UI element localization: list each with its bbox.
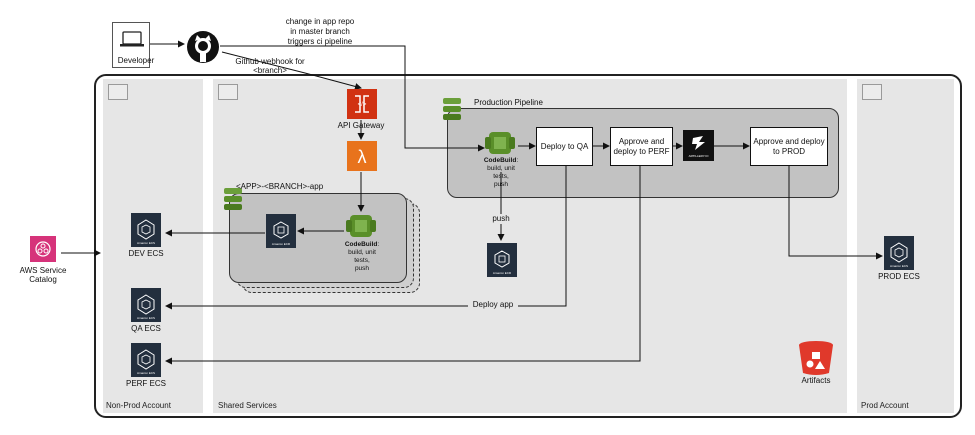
- shared-services-label: Shared Services: [218, 401, 277, 410]
- artillery-icon: ARTILLERY.IO: [683, 130, 714, 161]
- ecs-icon: Amazon ECS: [131, 343, 161, 377]
- developer-label: Developer: [117, 56, 155, 65]
- ecs-caption: Amazon ECS: [889, 264, 908, 268]
- ecs-caption: Amazon ECS: [136, 316, 155, 320]
- codebuild-pipeline-line-2: tests,: [493, 173, 509, 180]
- ecs-icon: Amazon ECS: [131, 213, 161, 247]
- codebuild-pipeline-line-1: build, unit: [487, 165, 515, 172]
- ecs-caption: Amazon ECS: [136, 371, 155, 375]
- prod-deploy-arrow: [788, 166, 883, 260]
- codebuild-branch-line-2: tests,: [354, 257, 370, 264]
- qa-ecs-label: QA ECS: [131, 324, 161, 333]
- deploy-app-label: Deploy app: [468, 300, 518, 310]
- branch-pipeline-container: [229, 193, 407, 283]
- ecr-caption: Amazon ECR: [271, 242, 291, 246]
- prod-account-label: Prod Account: [861, 401, 909, 410]
- codebuild-branch-title: CodeBuild: [344, 241, 378, 248]
- deploy-app-arrow: [165, 166, 567, 310]
- dev-ecs-label: DEV ECS: [128, 249, 164, 258]
- api-gateway-icon: </>: [347, 89, 377, 119]
- codebuild-pipeline-title: CodeBuild: [483, 157, 517, 164]
- codebuild-icon: [485, 132, 515, 154]
- artillery-caption: ARTILLERY.IO: [688, 154, 709, 158]
- ecr-icon: Amazon ECR: [487, 243, 517, 277]
- repo-note-line-1: change in app repo: [285, 17, 355, 26]
- ecr-caption: Amazon ECR: [492, 271, 512, 275]
- approve-deploy-perf-stage: Approve and deploy to PERF: [610, 127, 673, 166]
- codebuild-pipeline-suffix: :: [516, 157, 519, 164]
- svg-text:λ: λ: [358, 147, 367, 167]
- s3-bucket-icon: [799, 341, 833, 375]
- webhook-note-line-1: Github webhook for: [235, 57, 305, 66]
- service-catalog-icon: [30, 236, 56, 262]
- ecs-icon: Amazon ECS: [884, 236, 914, 270]
- codepipeline-icon: [224, 188, 242, 210]
- deploy-to-qa-stage: Deploy to QA: [536, 127, 593, 166]
- ecs-icon: Amazon ECS: [131, 288, 161, 322]
- approve-deploy-prod-stage: Approve and deploy to PROD: [750, 127, 828, 166]
- non-prod-account-label: Non-Prod Account: [106, 401, 171, 410]
- ecs-caption: Amazon ECS: [136, 241, 155, 245]
- codebuild-branch-label: CodeBuild:: [336, 241, 388, 249]
- repo-trigger-arrow: [220, 45, 485, 152]
- codebuild-icon: [346, 215, 376, 237]
- production-pipeline-label: Production Pipeline: [474, 98, 543, 107]
- developer-icon-box: [112, 22, 150, 68]
- codebuild-branch-line-3: push: [354, 265, 370, 272]
- perf-deploy-arrow: [165, 166, 641, 365]
- svg-text:</>: </>: [358, 102, 367, 108]
- push-label: push: [486, 214, 516, 224]
- webhook-note-line-2: <branch>: [253, 66, 287, 75]
- codebuild-pipeline-line-3: push: [493, 181, 509, 188]
- codebuild-branch-suffix: :: [377, 241, 380, 248]
- codebuild-branch-line-1: build, unit: [348, 249, 376, 256]
- ecr-icon: Amazon ECR: [266, 214, 296, 248]
- aws-cloud-boundary: [94, 74, 962, 418]
- cloud-icon: [108, 84, 128, 100]
- service-catalog-label-line-1: AWS Service: [19, 266, 67, 275]
- repo-note-line-2: in master branch: [290, 27, 350, 36]
- prod-ecs-label: PROD ECS: [878, 272, 920, 281]
- cloud-icon: [218, 84, 238, 100]
- webhook-arrow: [221, 51, 362, 90]
- lambda-icon: λ: [347, 141, 377, 171]
- cloud-icon: [862, 84, 882, 100]
- github-icon: [187, 31, 219, 63]
- service-catalog-label-line-2: Catalog: [29, 275, 57, 284]
- branch-app-label: <APP>-<BRANCH>-app: [236, 182, 324, 191]
- api-gateway-label: API Gateway: [337, 121, 385, 130]
- laptop-icon: [120, 31, 144, 47]
- artifacts-label: Artifacts: [801, 376, 831, 385]
- codepipeline-icon: [443, 98, 461, 120]
- repo-note-line-3: triggers ci pipeline: [287, 37, 353, 46]
- codebuild-pipeline-label: CodeBuild:: [475, 157, 527, 165]
- perf-ecs-label: PERF ECS: [125, 379, 166, 388]
